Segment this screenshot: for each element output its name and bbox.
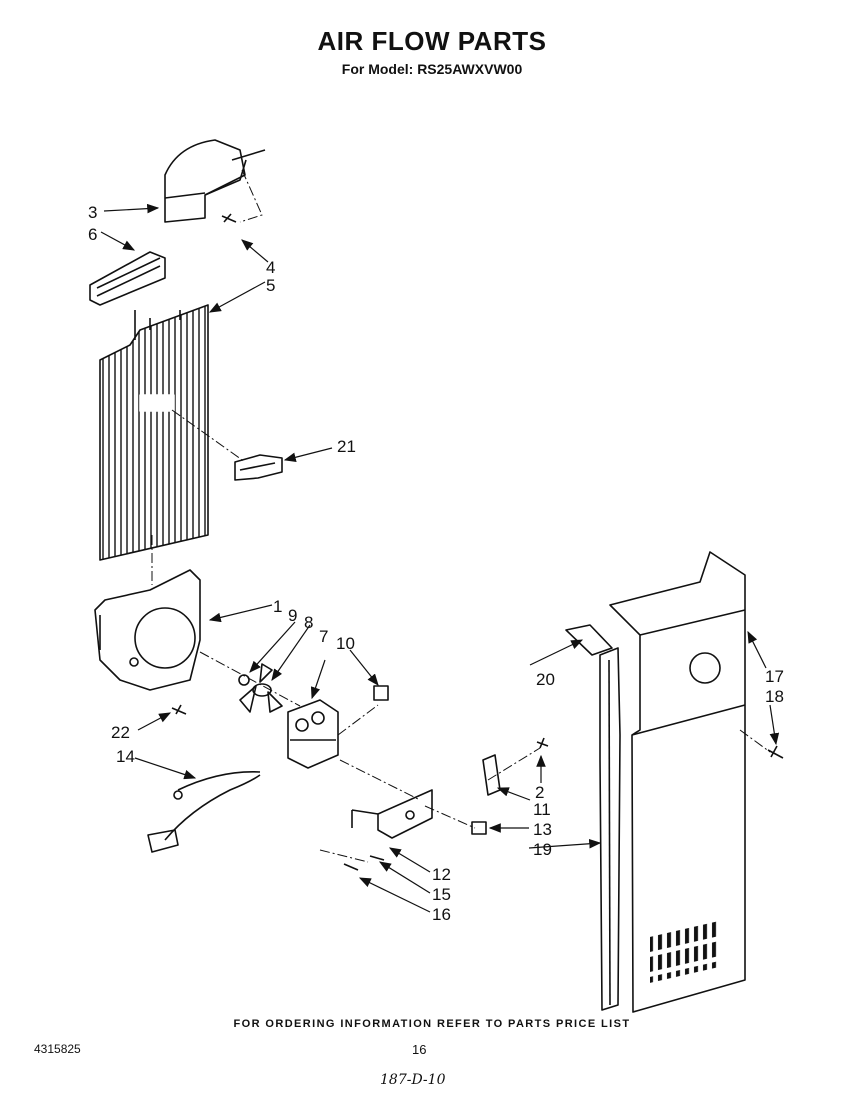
- part-grommet-10: [373, 685, 389, 701]
- part-screw-4: [221, 213, 237, 223]
- callout-10: 10: [336, 634, 355, 653]
- callout-3: 3: [88, 203, 97, 222]
- callout-1: 1: [273, 597, 282, 616]
- callout-12: 12: [432, 865, 451, 884]
- callout-14: 14: [116, 747, 135, 766]
- part-evaporator-cover: [99, 304, 209, 561]
- page-title: AIR FLOW PARTS: [317, 26, 547, 56]
- part-screw-22: [171, 704, 187, 715]
- callout-20: 20: [536, 670, 555, 689]
- callout-16: 16: [432, 905, 451, 924]
- callout-5: 5: [266, 276, 275, 295]
- part-screw-18: [767, 745, 784, 759]
- part-fan-blade: [239, 663, 283, 713]
- callout-15: 15: [432, 885, 451, 904]
- callout-21: 21: [337, 437, 356, 456]
- part-clip-11: [482, 754, 501, 796]
- part-rear-panel: [609, 551, 746, 1013]
- part-nut-9: [238, 674, 250, 686]
- document-number: 4315825: [34, 1042, 81, 1056]
- callout-11: 11: [533, 800, 551, 819]
- handwritten-note: 187-D-10: [380, 1072, 446, 1088]
- callout-6: 6: [88, 225, 97, 244]
- part-fan-motor: [287, 699, 339, 769]
- callout-22: 22: [111, 723, 130, 742]
- callout-8: 8: [304, 613, 313, 632]
- callout-19: 19: [533, 840, 552, 859]
- part-nut-13: [471, 821, 487, 835]
- page-number: 16: [412, 1042, 427, 1057]
- part-fan-shroud: [94, 569, 201, 691]
- callout-13: 13: [533, 820, 552, 839]
- part-gasket-20: [565, 624, 613, 656]
- callout-17: 17: [765, 667, 784, 686]
- callout-9: 9: [288, 606, 297, 625]
- callout-7: 7: [319, 627, 328, 646]
- part-bracket-21: [234, 454, 283, 481]
- callout-4: 4: [266, 258, 275, 277]
- part-screw-15: [369, 855, 385, 861]
- callout-labels: 3 6 4 5 21 1 9 8 7 10 22 14 20 17 18 2 1…: [88, 203, 784, 924]
- part-grille: [89, 251, 166, 306]
- part-long-channel: [599, 647, 621, 1011]
- part-screw-2: [536, 737, 549, 749]
- model-subtitle: For Model: RS25AWXVW00: [341, 61, 523, 77]
- part-mounting-bracket: [351, 789, 433, 839]
- ordering-note: FOR ORDERING INFORMATION REFER TO PARTS …: [233, 1018, 631, 1030]
- callout-2: 2: [535, 783, 544, 802]
- part-duct-cover: [164, 139, 266, 223]
- callout-18: 18: [765, 687, 784, 706]
- part-wire-harness: [147, 771, 261, 853]
- part-screw-16: [343, 863, 359, 871]
